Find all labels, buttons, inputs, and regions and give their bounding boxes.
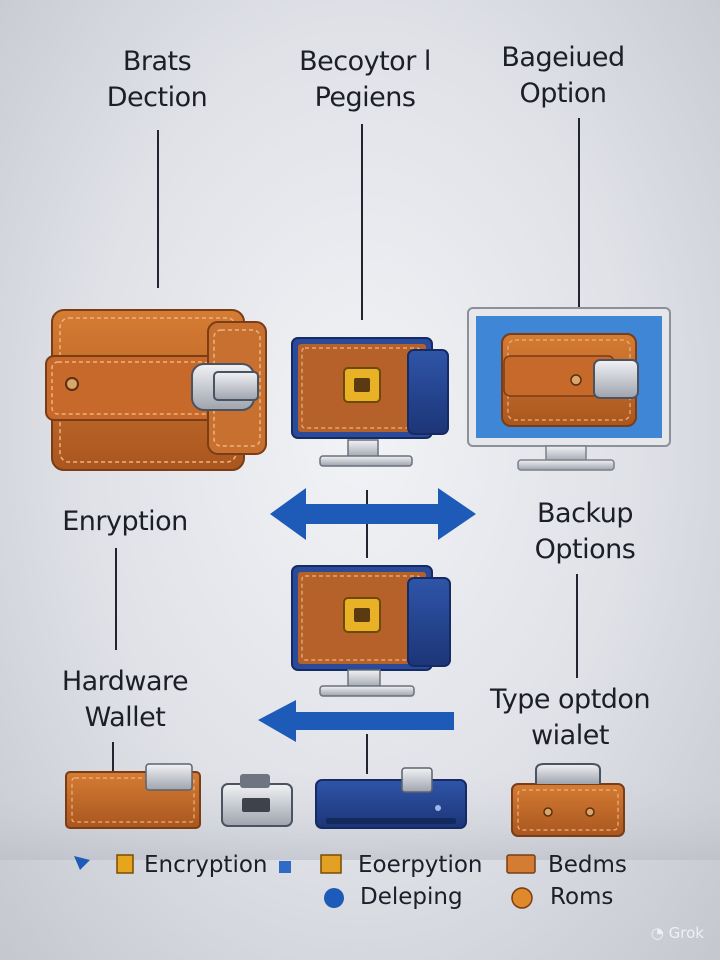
label-becoytor-pegiens: Becoytor l Pegiens	[299, 46, 431, 113]
blue-circle-icon	[324, 888, 344, 908]
legend-item-bedms: Bedms	[548, 852, 627, 878]
left-arrow-icon	[258, 700, 454, 742]
label-bageiued-option: Bageiued Option	[501, 42, 625, 109]
legend-item-eoerpytion: Eoerpytion	[358, 852, 483, 878]
monitor-wallet-bottom	[291, 565, 451, 697]
legend-item-roms: Roms	[550, 884, 614, 910]
monitor-backup-right	[467, 307, 671, 471]
connector-line-left-top	[157, 130, 159, 288]
flag-icon	[74, 856, 90, 870]
connector-line-center-low	[366, 734, 368, 774]
connector-line-center-top	[361, 124, 363, 320]
grok-logo-icon: ◔	[650, 924, 664, 942]
label-enryption: Enryption	[62, 506, 188, 537]
orange-rect-icon	[506, 854, 536, 874]
connector-line-left-mid	[115, 548, 117, 650]
blue-swatch-icon	[279, 861, 291, 873]
blue-hardware-device	[315, 767, 467, 829]
watermark: ◔ Grok	[650, 924, 704, 942]
orange-square-icon	[320, 854, 342, 874]
orange-square-icon	[116, 854, 134, 874]
leather-wallet-bottom	[65, 763, 201, 829]
double-arrow-icon	[270, 488, 476, 540]
monitor-wallet-top	[291, 337, 449, 467]
leather-wallet-large	[45, 309, 267, 471]
leather-case-bottom-right	[511, 763, 625, 837]
connector-line-right-mid	[576, 574, 578, 678]
label-backup-options: Backup Options	[534, 498, 636, 565]
legend-item-encryption: Encryption	[144, 852, 268, 878]
label-hardware-wallet: Hardware Wallet	[61, 666, 189, 733]
connector-line-right-top	[578, 118, 580, 308]
label-type-option-wallet: Type optdon wialet	[489, 684, 651, 751]
orange-circle-icon	[511, 887, 533, 909]
connector-line-left-low	[112, 742, 114, 772]
label-brats-dection: Brats Dection	[106, 46, 208, 113]
legend-item-deleping: Deleping	[360, 884, 463, 910]
metal-device-bottom	[221, 774, 293, 827]
